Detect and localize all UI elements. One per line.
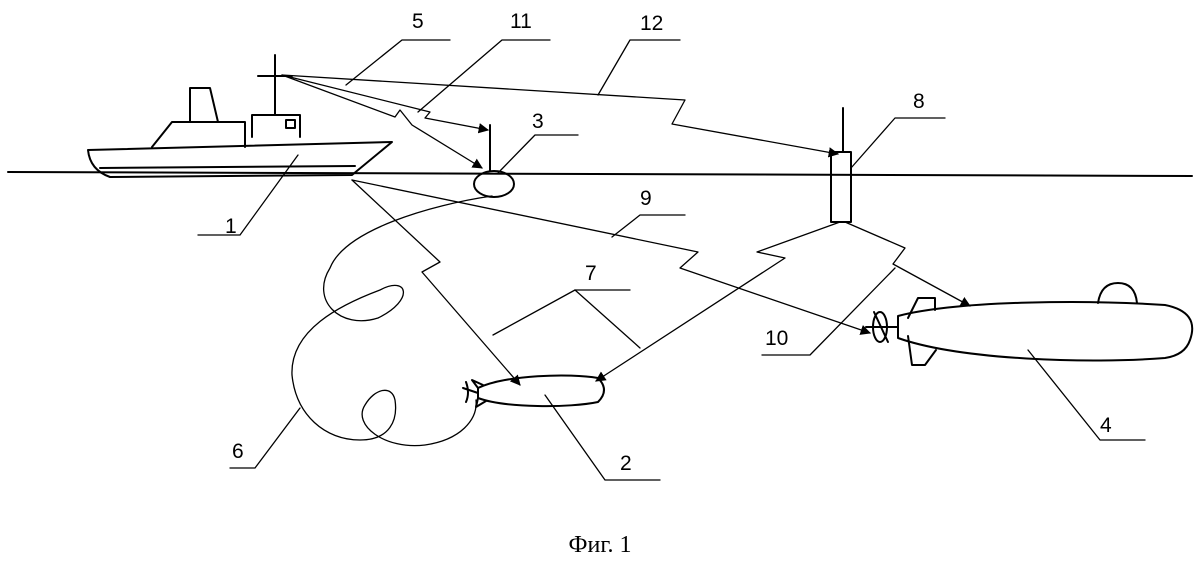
label-4: 4 xyxy=(1100,414,1112,437)
label-10: 10 xyxy=(765,327,788,350)
small-underwater-vehicle xyxy=(462,374,605,408)
acoustic-link-9 xyxy=(351,179,871,335)
leader-7b xyxy=(574,289,641,349)
radio-link-12 xyxy=(281,74,840,158)
leader-10 xyxy=(761,267,896,356)
label-7: 7 xyxy=(585,262,597,285)
relay-buoy xyxy=(830,107,852,223)
leader-12 xyxy=(597,39,681,96)
tether-cable xyxy=(291,195,493,447)
leader-1 xyxy=(197,154,299,236)
label-9: 9 xyxy=(640,187,652,210)
label-12: 12 xyxy=(640,12,663,35)
leader-4 xyxy=(1027,349,1146,441)
acoustic-link-relay-to-vehicle-2 xyxy=(595,221,841,382)
leader-11 xyxy=(417,39,551,113)
leader-7 xyxy=(492,289,631,336)
figure-caption: Фиг. 1 xyxy=(568,532,632,558)
acoustic-link-ship-to-vehicle-2 xyxy=(351,179,521,386)
leader-5 xyxy=(345,39,451,86)
label-2: 2 xyxy=(620,452,632,475)
large-underwater-vehicle xyxy=(865,282,1194,366)
leader-6 xyxy=(229,407,301,469)
leader-3 xyxy=(497,134,579,174)
label-3: 3 xyxy=(532,110,544,133)
radio-link-5 xyxy=(281,74,483,169)
leader-9 xyxy=(611,214,686,238)
radio-link-11 xyxy=(281,74,490,134)
label-11: 11 xyxy=(510,10,532,33)
leader-2 xyxy=(544,394,661,481)
leader-8 xyxy=(850,117,946,169)
label-8: 8 xyxy=(913,90,925,113)
label-5: 5 xyxy=(412,10,424,33)
water-surface-line xyxy=(7,171,1193,177)
buoy xyxy=(473,124,515,198)
acoustic-link-relay-to-vehicle-4 xyxy=(844,221,971,307)
label-6: 6 xyxy=(232,440,244,463)
ship xyxy=(87,54,393,178)
label-1: 1 xyxy=(225,215,237,238)
